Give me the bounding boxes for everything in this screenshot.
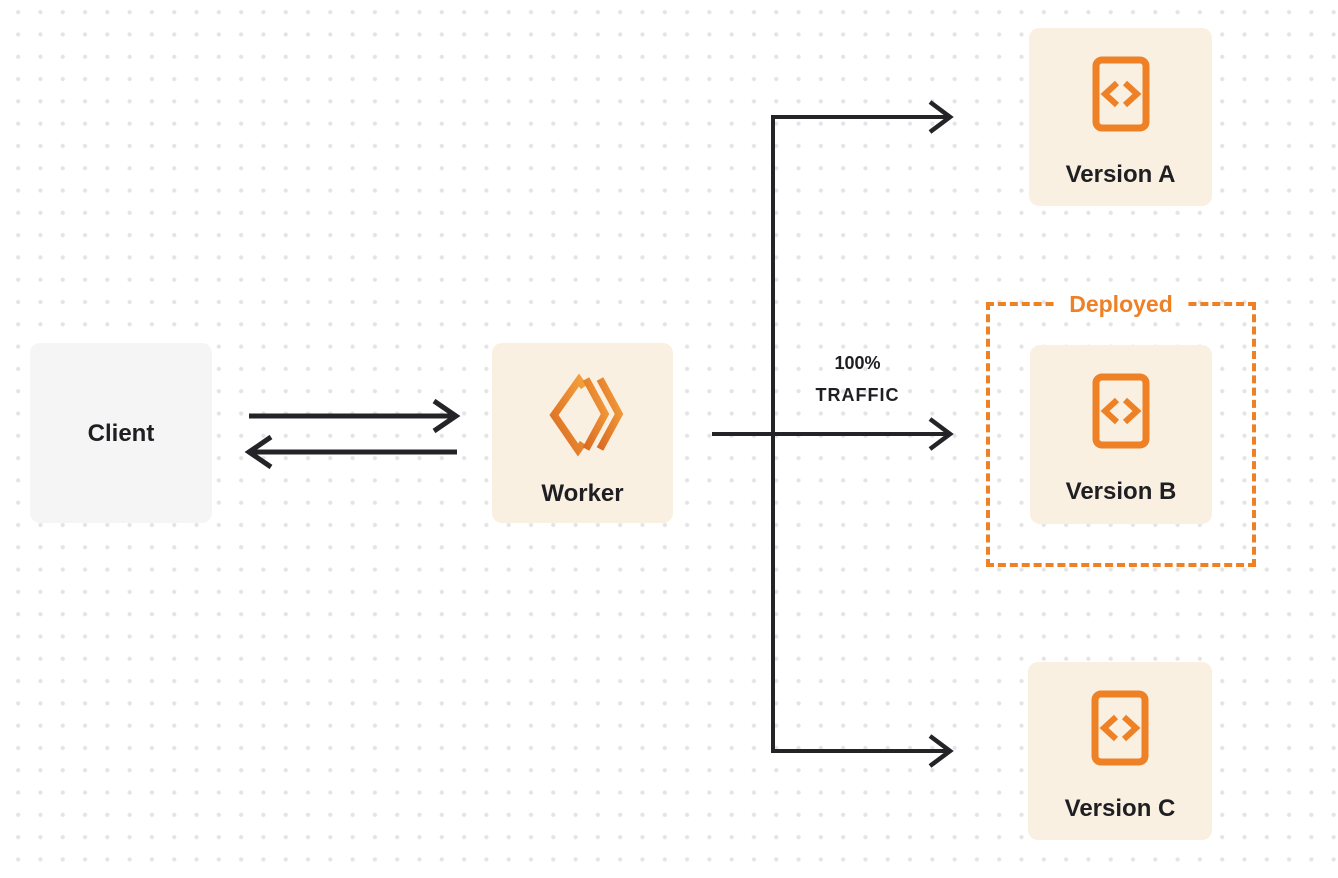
version-a-label: Version A bbox=[1065, 161, 1176, 188]
code-file-icon bbox=[1091, 690, 1149, 766]
code-file-icon bbox=[1092, 373, 1150, 449]
version-a-node: Version A bbox=[1029, 28, 1212, 206]
worker-to-client-arrowhead bbox=[244, 434, 273, 470]
version-c-node: Version C bbox=[1028, 662, 1212, 840]
deployed-group-label: Deployed bbox=[1057, 290, 1185, 318]
worker-node: Worker bbox=[492, 343, 673, 523]
version-a-arrowhead bbox=[928, 100, 954, 134]
client-label: Client bbox=[87, 419, 155, 447]
deployed-group-outline: Deployed bbox=[986, 290, 1256, 567]
version-b-label: Version B bbox=[1065, 478, 1177, 505]
worker-label: Worker bbox=[541, 480, 624, 507]
version-b-node: Version B bbox=[1030, 345, 1212, 524]
client-to-worker-arrowhead bbox=[432, 398, 461, 434]
version-c-arrowhead bbox=[928, 734, 954, 768]
version-c-label: Version C bbox=[1064, 795, 1176, 822]
client-node: Client bbox=[30, 343, 212, 523]
cloudflare-workers-logo-icon bbox=[548, 373, 623, 457]
traffic-word-text: TRAFFIC bbox=[815, 385, 900, 405]
traffic-annotation: 100% TRAFFIC bbox=[790, 350, 925, 408]
version-b-arrowhead bbox=[928, 417, 954, 451]
traffic-percent-text: 100% bbox=[834, 353, 881, 373]
code-file-icon bbox=[1092, 56, 1150, 132]
